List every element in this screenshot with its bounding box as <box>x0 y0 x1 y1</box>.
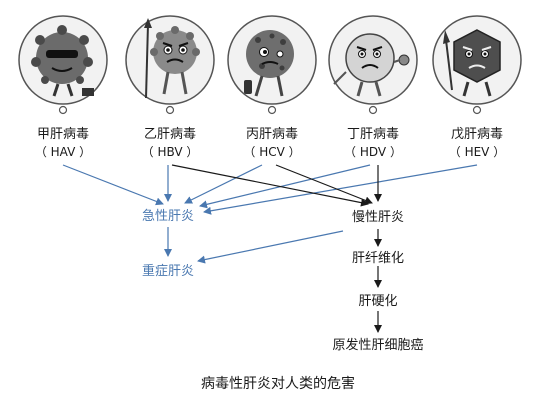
hdv-virus-icon <box>333 33 410 97</box>
figure-caption: 病毒性肝炎对人类的危害 <box>201 376 355 392</box>
arrow-hcv-acute <box>184 164 263 204</box>
hcv-virus-icon <box>244 30 294 97</box>
outcome-severe: 重症肝炎 <box>142 263 194 279</box>
virus-name-hev: 戊肝病毒 <box>451 127 503 142</box>
virus-name-hcv: 丙肝病毒 <box>246 127 298 142</box>
chronic-arrows <box>171 164 382 333</box>
arrow-hcv-chronic <box>275 164 373 205</box>
arrow-hdv-acute <box>199 164 371 209</box>
outcome-cirrhosis: 肝硬化 <box>358 294 397 309</box>
virus-code-hdv: （ HDV ） <box>344 145 402 159</box>
outcome-chronic: 慢性肝炎 <box>352 209 404 225</box>
acute-arrows <box>62 164 478 264</box>
hev-virus-icon <box>443 29 501 97</box>
virus-code-hav: （ HAV ） <box>35 145 91 159</box>
arrow-hev-acute <box>203 164 478 215</box>
outcome-cancer: 原发性肝细胞癌 <box>332 337 423 353</box>
virus-hcv <box>227 15 317 115</box>
virus-name-hdv: 丁肝病毒 <box>347 127 399 142</box>
arrow-hbv-chronic <box>171 164 369 207</box>
hav-virus-icon <box>31 25 94 97</box>
virus-hbv <box>125 15 215 115</box>
outcome-fibrosis: 肝纤维化 <box>352 251 404 266</box>
virus-code-hev: （ HEV ） <box>449 145 505 159</box>
virus-name-hbv: 乙肝病毒 <box>144 127 196 142</box>
virus-code-hbv: （ HBV ） <box>142 145 199 159</box>
virus-code-hcv: （ HCV ） <box>243 145 300 159</box>
virus-hav <box>18 15 108 115</box>
hbv-virus-icon <box>144 18 200 99</box>
arrow-chronic-severe <box>197 230 344 264</box>
virus-hdv <box>328 15 418 115</box>
arrow-hav-acute <box>62 164 164 206</box>
virus-name-hav: 甲肝病毒 <box>37 127 89 142</box>
outcome-acute: 急性肝炎 <box>142 209 194 224</box>
virus-hev <box>432 15 522 115</box>
